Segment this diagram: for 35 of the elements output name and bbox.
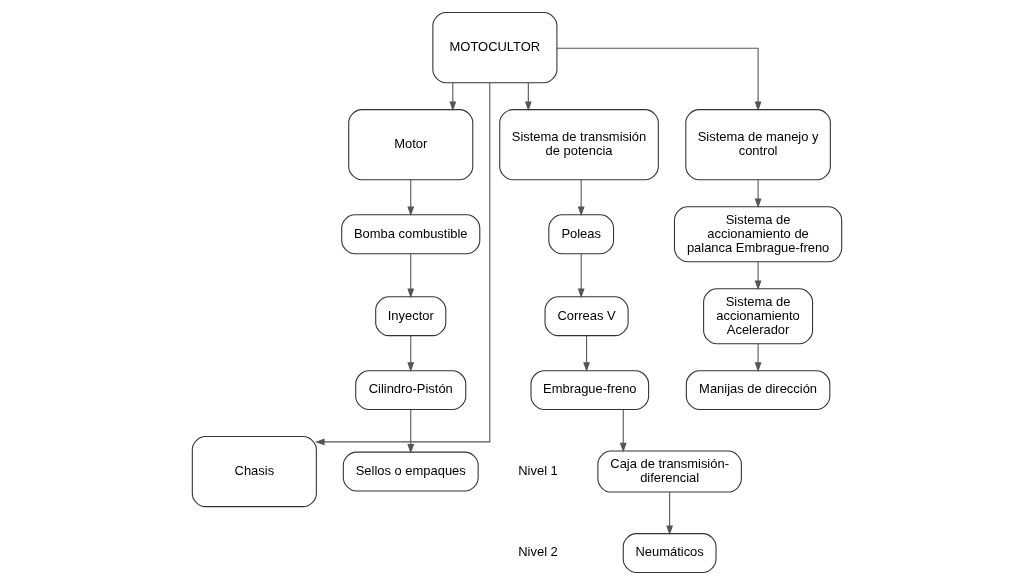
arrow bbox=[406, 253, 414, 299]
arrow bbox=[406, 409, 414, 454]
node-box: Poleas bbox=[547, 214, 614, 255]
arrow bbox=[406, 335, 414, 372]
arrow bbox=[555, 47, 761, 112]
node-box: Manijas de dirección bbox=[685, 370, 830, 411]
arrow bbox=[406, 179, 414, 217]
node-box: Chasis bbox=[191, 435, 317, 508]
arrow bbox=[754, 343, 761, 373]
arrow bbox=[619, 409, 627, 453]
node-box: Sistema de accionamiento Acelerador bbox=[702, 288, 813, 345]
node-box: Sistema de transmisión de potencia bbox=[498, 109, 659, 181]
node-box: Cilindro-Pistón bbox=[354, 370, 466, 411]
node-box: Sistema de accionamiento de palanca Embrague-freno bbox=[673, 206, 842, 263]
arrow bbox=[524, 82, 532, 112]
arrow bbox=[582, 335, 590, 372]
arrow bbox=[577, 253, 585, 299]
node-box: Correas V bbox=[544, 296, 629, 337]
node-box: Motor bbox=[347, 109, 473, 181]
arrow bbox=[754, 179, 761, 209]
node-box: Neumáticos bbox=[622, 533, 717, 573]
arrow bbox=[448, 82, 456, 112]
node-box: Sellos o empaques bbox=[342, 451, 479, 492]
label: Nivel 1 bbox=[517, 462, 558, 478]
label: Nivel 2 bbox=[517, 544, 558, 560]
node-box: Embrague-freno bbox=[530, 370, 649, 411]
arrow bbox=[314, 82, 490, 446]
node-box: Sistema de manejo y control bbox=[684, 109, 831, 181]
node-box: Caja de transmisión-diferencial bbox=[596, 450, 742, 493]
node-box: Inyector bbox=[374, 296, 446, 337]
arrow bbox=[754, 261, 761, 291]
node-box: Bomba combustible bbox=[340, 214, 480, 255]
arrow bbox=[577, 179, 585, 217]
node-box: MOTOCULTOR bbox=[431, 12, 557, 84]
arrow bbox=[665, 491, 673, 536]
